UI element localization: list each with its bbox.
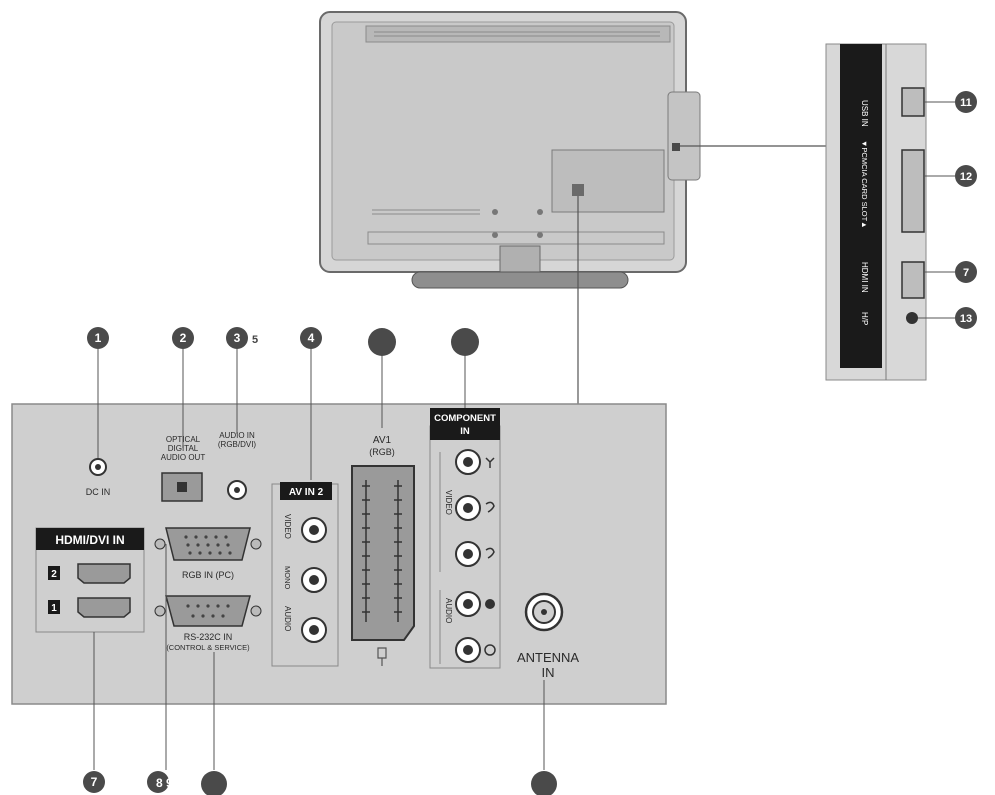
component-label-2: IN <box>460 426 470 437</box>
hdmi-port-2 <box>77 563 131 584</box>
av1-label-1: AV1 <box>373 435 392 446</box>
rear-connection-panel <box>11 403 667 705</box>
callout-blank-component <box>451 328 479 356</box>
side-hdmi-label: HDMI IN <box>860 262 869 293</box>
av1-scart-port <box>351 465 415 641</box>
callout-2-label: 2 <box>180 331 187 345</box>
tv-rear-view <box>319 11 701 289</box>
callout-2: 2 <box>172 327 194 349</box>
callout-blank-av1 <box>368 328 396 356</box>
antenna-label-1: ANTENNA <box>517 650 579 665</box>
callout-4: 4 <box>300 327 322 349</box>
hdmi-2-label: 2 <box>51 569 57 580</box>
rgb-in-label: RGB IN (PC) <box>182 570 234 580</box>
side-panel <box>825 43 927 381</box>
callout-1: 1 <box>87 327 109 349</box>
callout-7-side-label: 7 <box>963 267 969 279</box>
hdmi-dvi-in-label: HDMI/DVI IN <box>55 533 124 547</box>
callout-7-bottom-label: 7 <box>91 775 98 789</box>
av1-label-2: (RGB) <box>369 447 395 457</box>
rs232c-label-2: (CONTROL & SERVICE) <box>166 643 250 652</box>
optical-label-2: DIGITAL <box>168 444 199 453</box>
callout-11-label: 11 <box>960 97 972 109</box>
av-in2-jacks <box>301 517 327 643</box>
callout-8-9: 8 9 <box>147 771 173 793</box>
side-usb-label: USB IN <box>860 100 869 127</box>
audio-in-label-1: AUDIO IN <box>219 431 255 440</box>
hdmi-1-label: 1 <box>51 603 57 614</box>
callout-blank-antenna <box>531 771 557 795</box>
callout-3: 3 5 <box>226 327 258 349</box>
component-video-label: VIDEO <box>444 490 453 515</box>
callout-11: 11 <box>955 91 977 113</box>
component-jacks <box>455 449 481 663</box>
component-label-1: COMPONENT <box>434 413 496 424</box>
component-audio-label: AUDIO <box>444 598 453 623</box>
callout-blank-rs232 <box>201 771 227 795</box>
rs232c-label-1: RS-232C IN <box>184 632 233 642</box>
callout-4-label: 4 <box>308 331 315 345</box>
callout-7-bottom: 7 <box>83 771 105 793</box>
callout-8-9-label: 8 9 <box>156 776 173 790</box>
side-hp-label: H/P <box>860 312 869 325</box>
callout-13-label: 13 <box>960 313 972 325</box>
audio-in-label-2: (RGB/DVI) <box>218 440 257 449</box>
hdmi-port-1 <box>77 597 131 618</box>
callout-12-label: 12 <box>960 171 972 183</box>
optical-label-3: AUDIO OUT <box>161 453 206 462</box>
callout-3-label: 3 <box>234 331 241 345</box>
callout-13: 13 <box>955 307 977 329</box>
av-in2-audio-label: AUDIO <box>283 606 292 631</box>
callout-3-suffix: 5 <box>252 334 258 346</box>
dc-in-label: DC IN <box>86 487 111 497</box>
callout-1-label: 1 <box>95 331 102 345</box>
antenna-label-2: IN <box>542 665 555 680</box>
av1-small-icon <box>377 647 387 666</box>
callout-7-side: 7 <box>955 261 977 283</box>
callout-12: 12 <box>955 165 977 187</box>
av-in2-label: AV IN 2 <box>289 487 324 498</box>
rs232c-port <box>165 595 251 627</box>
optical-label-1: OPTICAL <box>166 435 201 444</box>
av-in2-video-label: VIDEO <box>283 514 292 539</box>
side-pcmcia-label: ▼PCMCIA CARD SLOT▲ <box>860 140 869 229</box>
av-in2-mono-label: MONO <box>283 566 292 589</box>
